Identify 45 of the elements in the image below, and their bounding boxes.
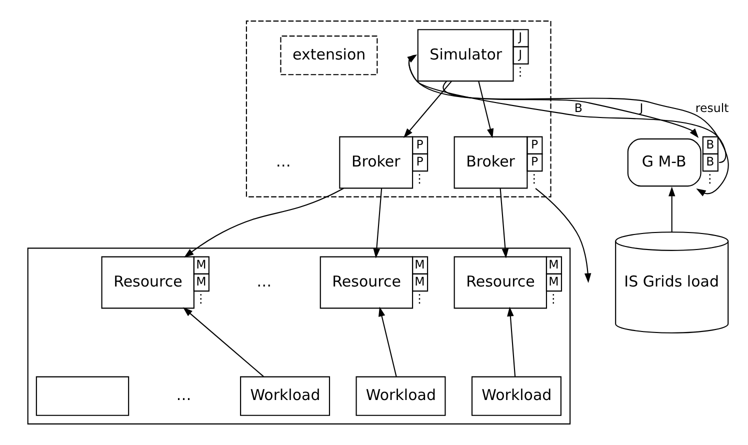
edge-label: result: [694, 100, 728, 115]
node-label: ⋮: [413, 172, 425, 186]
cluster: [245, 20, 551, 198]
node-box: Workload: [470, 376, 561, 416]
arrow: [182, 307, 264, 377]
node-box: Workload: [355, 376, 446, 416]
node-label: B: [706, 137, 714, 152]
label: …: [256, 272, 272, 290]
node-label: ⋮: [413, 292, 425, 306]
node-label: ⋮: [528, 172, 540, 186]
arrow: [442, 80, 728, 196]
arrow: [499, 188, 508, 258]
node-label: M: [414, 274, 424, 289]
node-label: ⋮: [514, 64, 526, 78]
node-label: M: [548, 257, 558, 272]
arrow: [378, 306, 396, 377]
node-label: ⋮: [194, 292, 206, 306]
node-label: P: [530, 137, 538, 152]
arrow: [402, 80, 452, 138]
node-label: M: [414, 257, 424, 272]
arrow: [408, 54, 698, 138]
node-label: M: [196, 257, 206, 272]
node-label: J: [518, 47, 522, 62]
edge-label: J: [639, 100, 643, 115]
arrow: [668, 186, 675, 232]
node-label: ⋮: [703, 172, 716, 186]
node-label: B: [706, 154, 714, 168]
node-label: P: [416, 154, 423, 168]
node-label: M: [548, 274, 558, 289]
arrow: [534, 188, 591, 283]
node-label: M: [196, 274, 206, 289]
arrow: [184, 188, 344, 258]
node-label: P: [416, 137, 423, 152]
label: …: [275, 152, 290, 170]
edge-label: B: [574, 100, 582, 115]
node-box: [35, 376, 129, 416]
label: …: [176, 386, 191, 404]
node-box: extension: [280, 36, 378, 76]
node-label: ⋮: [547, 292, 559, 306]
node-label: J: [518, 30, 522, 44]
arrow: [372, 188, 382, 258]
arrow: [506, 306, 516, 377]
node-box: Workload: [240, 376, 330, 416]
node-label: P: [530, 154, 538, 168]
arrow: [478, 81, 494, 138]
